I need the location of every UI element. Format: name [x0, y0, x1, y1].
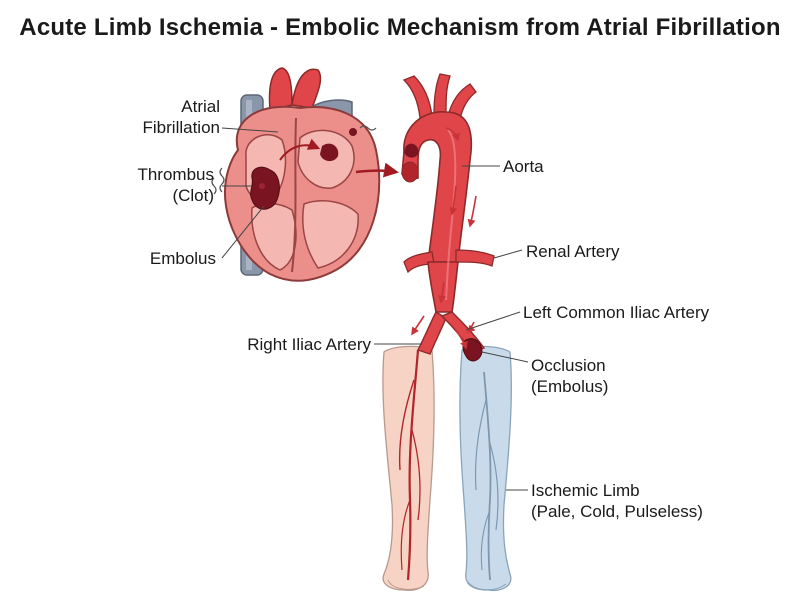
embolic-travel-arrow: [355, 162, 399, 178]
right-leg-healthy: [382, 345, 435, 591]
thrombus-clot: [250, 166, 280, 210]
label-right-iliac: Right Iliac Artery: [247, 335, 371, 354]
aortic-arch-clot: [404, 143, 419, 158]
right-leg-arteries: [398, 349, 421, 581]
label-line: (Clot): [172, 186, 214, 205]
embolus-fragment-small: [349, 128, 357, 136]
label-line: Atrial: [181, 97, 220, 116]
leader-embolus: [221, 205, 265, 259]
aorta-vessel: [401, 73, 495, 355]
leader-renal-artery: [493, 249, 523, 259]
label-line: (Pale, Cold, Pulseless): [531, 502, 703, 521]
label-occlusion: Occlusion (Embolus): [531, 355, 608, 397]
heart-illustration: [211, 67, 381, 282]
leader-occlusion: [481, 351, 529, 363]
left-leg-arteries-pale: [474, 371, 499, 581]
right-ventricle-chamber: [302, 200, 359, 269]
label-line: Fibrillation: [142, 118, 220, 137]
label-thrombus: Thrombus (Clot): [137, 164, 214, 206]
label-atrial-fibrillation: Atrial Fibrillation: [143, 96, 220, 138]
label-line: Occlusion: [531, 356, 606, 375]
leader-atrial-fibrillation: [221, 127, 279, 133]
label-line: (Embolus): [531, 377, 609, 396]
leader-lines: [221, 127, 529, 491]
label-ischemic-limb: Ischemic Limb (Pale, Cold, Pulseless): [531, 480, 703, 522]
left-leg-ischemic: [459, 345, 512, 592]
fibrillation-marks: [219, 167, 225, 193]
label-line: Thrombus: [137, 165, 214, 184]
label-embolus: Embolus: [149, 249, 216, 268]
label-line: Ischemic Limb: [531, 481, 640, 500]
label-left-common-iliac: Left Common Iliac Artery: [523, 303, 710, 322]
page-title: Acute Limb Ischemia - Embolic Mechanism …: [19, 14, 781, 41]
embolus-fragment: [320, 143, 339, 162]
leader-left-common-iliac: [465, 311, 521, 331]
blood-flow-arrows: [411, 127, 477, 350]
label-renal-artery: Renal Artery: [526, 242, 620, 261]
label-aorta: Aorta: [503, 157, 544, 176]
